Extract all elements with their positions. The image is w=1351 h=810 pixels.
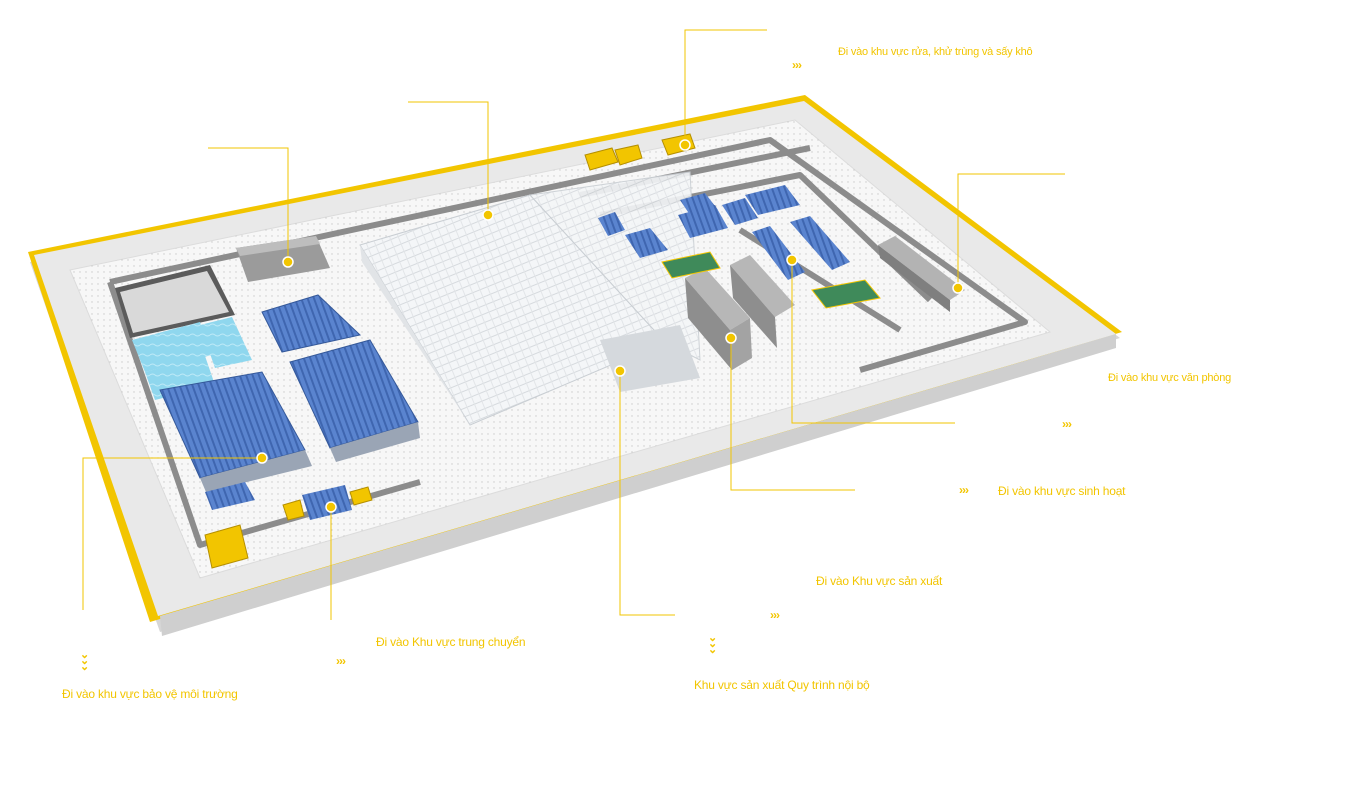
hotspot-label-internal[interactable]: Khu vực sản xuất Quy trình nội bộ xyxy=(694,678,870,692)
hotspot-office xyxy=(952,282,964,294)
hotspot-label-environment[interactable]: Đi vào khu vực bảo vệ môi trường xyxy=(62,687,238,701)
hotspot-dots[interactable] xyxy=(256,139,964,513)
hotspot-wash xyxy=(679,139,691,151)
hotspot-production-top xyxy=(482,209,494,221)
living-area xyxy=(598,185,881,370)
production-building xyxy=(359,171,701,432)
callout-lines xyxy=(82,29,1065,620)
hotspot-transfer-storage xyxy=(282,256,294,268)
chevron-down-triple-icon: ⌄⌄⌄ xyxy=(80,649,89,673)
hotspot-transfer xyxy=(325,501,337,513)
hotspot-label-office[interactable]: Đi vào khu vực văn phòng xyxy=(1108,372,1232,384)
hotspot-label-living[interactable]: Đi vào khu vực sinh hoạt xyxy=(998,484,1126,498)
environment-area xyxy=(115,265,252,400)
hotspot-living xyxy=(725,332,737,344)
chevron-right-triple-icon: ››› xyxy=(1062,417,1072,431)
chevron-down-triple-icon: ⌄⌄⌄ xyxy=(708,632,717,656)
hotspot-environment xyxy=(256,452,268,464)
chevron-right-triple-icon: ››› xyxy=(336,654,346,668)
hotspot-label-transfer[interactable]: Đi vào Khu vực trung chuyển xyxy=(376,635,526,649)
office-area xyxy=(878,236,965,312)
chevron-right-triple-icon: ››› xyxy=(792,58,802,72)
chevron-right-triple-icon: ››› xyxy=(959,483,969,497)
vehicles xyxy=(204,133,696,569)
warehouses xyxy=(159,236,420,520)
hotspot-internal xyxy=(614,365,626,377)
chevron-right-triple-icon: ››› xyxy=(770,608,780,622)
hotspot-production xyxy=(786,254,798,266)
hotspot-label-production[interactable]: Đi vào Khu vực sản xuất xyxy=(816,574,943,588)
hotspot-label-wash[interactable]: Đi vào khu vực rửa, khử trùng và sấy khô xyxy=(838,46,1033,58)
